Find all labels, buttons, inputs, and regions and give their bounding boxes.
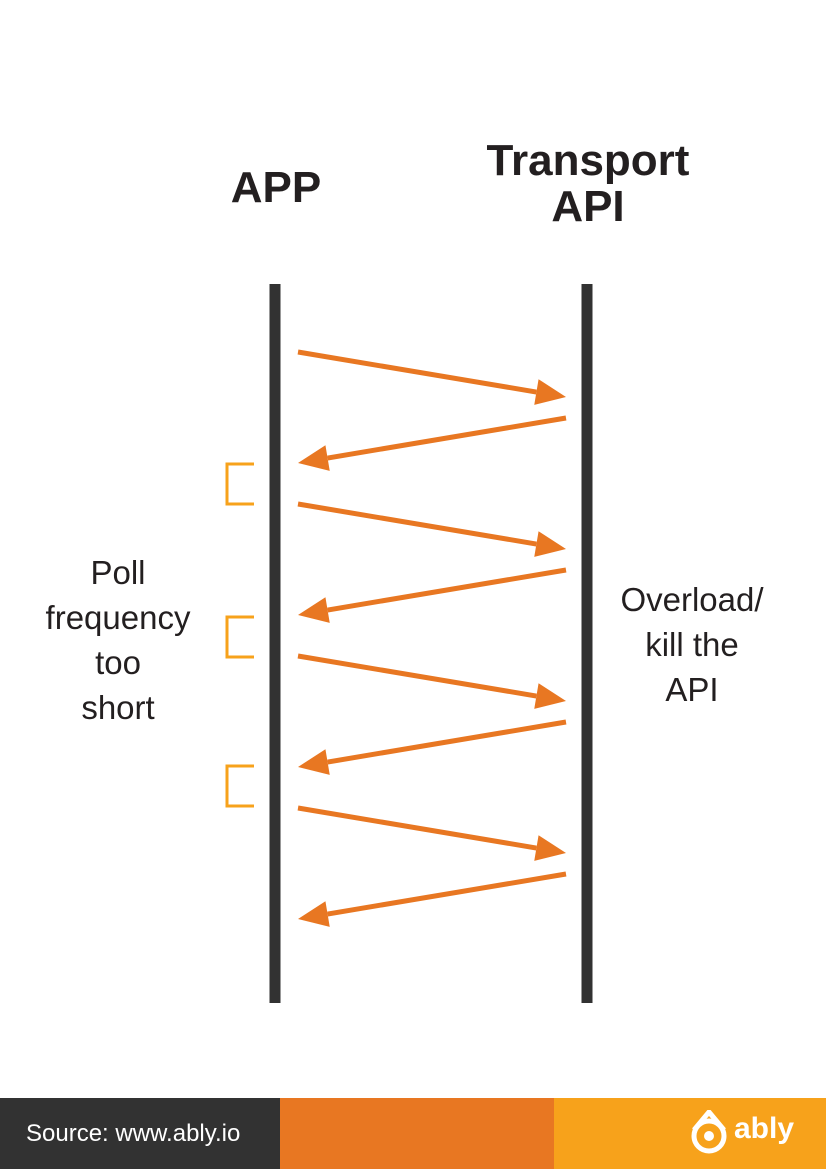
response-arrowhead <box>298 749 330 775</box>
request-arrow <box>297 501 537 547</box>
app-participant-label: APP <box>230 163 322 212</box>
footer-bar: Source: www.ably.io ably <box>0 1098 826 1169</box>
brand-name: ably <box>734 1112 795 1145</box>
overload-note: Overload/ kill the API <box>620 581 764 708</box>
transport-api-participant-label: Transport API <box>486 136 690 231</box>
brand-logo: ably <box>690 1108 810 1158</box>
footer-dark-segment <box>0 1098 280 1169</box>
poll-interval-bracket <box>225 615 254 659</box>
brackets-layer <box>225 462 254 808</box>
footer-amber-segment <box>554 1098 826 1169</box>
source-credit: Source: www.ably.io <box>26 1120 241 1147</box>
poll-interval-bracket <box>225 462 254 506</box>
response-arrowhead <box>298 901 330 927</box>
footer-orange-segment <box>280 1098 554 1169</box>
response-arrowhead <box>298 597 330 623</box>
request-arrowhead <box>534 835 566 861</box>
request-arrow <box>297 653 537 699</box>
response-arrow <box>327 871 567 917</box>
response-arrow <box>327 567 567 613</box>
response-arrowhead <box>298 445 330 471</box>
poll-frequency-note: Poll frequency too short <box>45 554 191 726</box>
poll-interval-bracket <box>225 764 254 808</box>
request-arrow <box>297 349 537 395</box>
request-arrow <box>297 805 537 851</box>
sequence-diagram <box>225 284 593 1003</box>
response-arrow <box>327 415 567 461</box>
request-arrowhead <box>534 379 566 405</box>
request-arrowhead <box>534 683 566 709</box>
request-arrowhead <box>534 531 566 557</box>
response-arrow <box>327 719 567 765</box>
ably-logo-icon <box>691 1110 727 1154</box>
messages-layer <box>297 349 567 927</box>
